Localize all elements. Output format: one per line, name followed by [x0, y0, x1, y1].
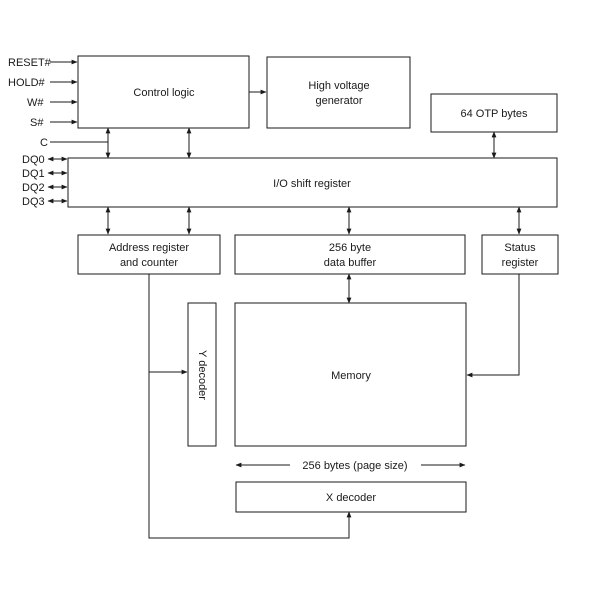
otp-bytes-block [430, 93, 558, 133]
status-to-memory-arrow [466, 274, 520, 378]
address-register-block [77, 234, 221, 275]
data-buffer-label-line2: data buffer [324, 257, 377, 269]
pin-dq3-label: DQ3 [22, 196, 45, 208]
pin-w-label: W# [27, 97, 44, 109]
pin-dq1-label: DQ1 [22, 168, 45, 180]
data-buffer-block [234, 234, 466, 275]
control-logic-label: Control logic [133, 87, 195, 99]
high-voltage-label-line1: High voltage [308, 80, 369, 92]
memory-block [234, 302, 467, 447]
pin-dq0-label: DQ0 [22, 154, 45, 166]
io-shift-register-label: I/O shift register [273, 178, 351, 190]
address-to-xdecoder-line [148, 274, 352, 539]
pin-reset-label: RESET# [8, 57, 52, 69]
address-register-label-line2: and counter [120, 257, 178, 269]
status-register-label-line1: Status [504, 242, 536, 254]
pin-c-label: C [40, 137, 48, 149]
high-voltage-generator-block [266, 56, 411, 129]
memory-label: Memory [331, 370, 371, 382]
page-size-label: 256 bytes (page size) [302, 460, 407, 472]
pin-hold-label: HOLD# [8, 77, 46, 89]
y-decoder-label: Y decoder [196, 350, 208, 400]
status-register-block [481, 234, 559, 275]
status-register-label-line2: register [502, 257, 539, 269]
pin-s-label: S# [30, 117, 44, 129]
data-buffer-label-line1: 256 byte [329, 242, 371, 254]
x-decoder-block [235, 481, 467, 513]
io-shift-register-block [67, 157, 558, 208]
x-decoder-label: X decoder [326, 492, 376, 504]
address-register-label-line1: Address register [109, 242, 189, 254]
otp-bytes-label: 64 OTP bytes [460, 108, 528, 120]
high-voltage-label-line2: generator [315, 95, 362, 107]
y-decoder-block [187, 302, 217, 447]
pin-dq2-label: DQ2 [22, 182, 45, 194]
